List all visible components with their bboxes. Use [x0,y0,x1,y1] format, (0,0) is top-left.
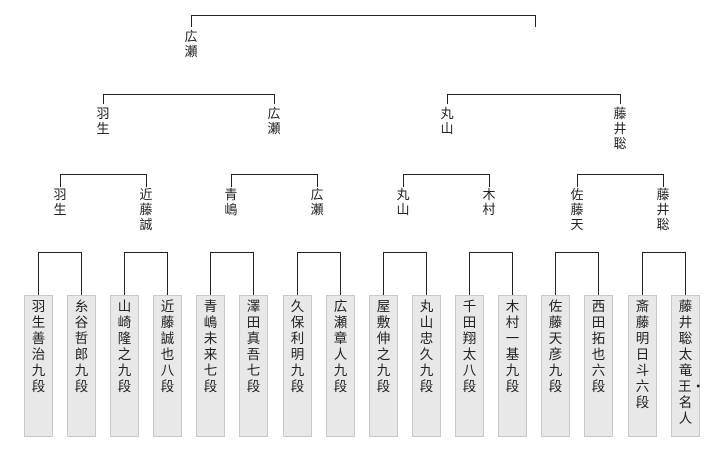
player-name: 屋敷伸之九段 [376,299,391,395]
final-winner-label: 広瀬 [184,30,198,60]
bracket-line-qf-3 [403,174,490,187]
player-card: 青嶋未来七段 [196,295,225,437]
bracket-line-r16-7 [555,252,599,295]
player-card: 丸山忠久九段 [412,295,441,437]
player-name: 藤井聡太竜王・名人 [678,299,705,427]
player-name: 山崎隆之九段 [117,299,132,395]
player-card: 西田拓也六段 [584,295,613,437]
player-name: 木村一基九段 [505,299,520,395]
semifinal-winner-label: 羽生 [96,107,110,137]
player-card: 近藤誠也八段 [153,295,182,437]
semifinal-winner-label: 広瀬 [267,107,281,137]
bracket-line-qf-4 [577,174,664,187]
player-name: 千田翔太八段 [462,299,477,395]
player-name: 佐藤天彦九段 [548,299,563,395]
player-name: 丸山忠久九段 [419,299,434,395]
quarterfinal-winner-label: 広瀬 [310,188,324,218]
bracket-line-r16-2 [124,252,168,295]
bracket-line-semi-2 [447,94,621,104]
player-name: 斎藤明日斗六段 [635,299,650,411]
quarterfinal-winner-label: 青嶋 [224,188,238,218]
quarterfinal-winner-label: 羽生 [53,188,67,218]
bracket-line-qf-1 [60,174,147,187]
player-name: 近藤誠也八段 [160,299,175,395]
bracket-line-qf-2 [231,174,318,187]
player-card: 藤井聡太竜王・名人 [671,295,705,437]
bracket-line-r16-3 [210,252,254,295]
quarterfinal-winner-label: 木村 [482,188,496,218]
player-card: 屋敷伸之九段 [369,295,398,437]
bracket-line-semi-1 [103,94,275,104]
player-name: 糸谷哲郎九段 [74,299,89,395]
player-card: 斎藤明日斗六段 [628,295,657,437]
bracket-line-r16-5 [383,252,427,295]
player-card: 広瀬章人九段 [326,295,355,437]
player-card: 糸谷哲郎九段 [67,295,96,437]
bracket-line-final [191,15,536,27]
player-name: 広瀬章人九段 [333,299,348,395]
bracket-line-r16-4 [297,252,341,295]
player-card: 山崎隆之九段 [110,295,139,437]
quarterfinal-winner-label: 佐藤天 [570,188,584,233]
player-name: 羽生善治九段 [31,299,46,395]
bracket-line-r16-8 [642,252,686,295]
player-name: 久保利明九段 [290,299,305,395]
player-card: 澤田真吾七段 [239,295,268,437]
player-name: 青嶋未来七段 [203,299,218,395]
quarterfinal-winner-label: 近藤誠 [139,188,153,233]
player-card: 佐藤天彦九段 [541,295,570,437]
player-card: 羽生善治九段 [24,295,53,437]
player-card: 木村一基九段 [498,295,527,437]
player-card: 千田翔太八段 [455,295,484,437]
semifinal-winner-label: 丸山 [440,107,454,137]
bracket-line-r16-1 [38,252,82,295]
semifinal-winner-label: 藤井聡 [613,107,627,152]
player-name: 西田拓也六段 [591,299,606,395]
player-name: 澤田真吾七段 [246,299,261,395]
player-card: 久保利明九段 [283,295,312,437]
quarterfinal-winner-label: 丸山 [396,188,410,218]
bracket-line-r16-6 [469,252,513,295]
quarterfinal-winner-label: 藤井聡 [656,188,670,233]
